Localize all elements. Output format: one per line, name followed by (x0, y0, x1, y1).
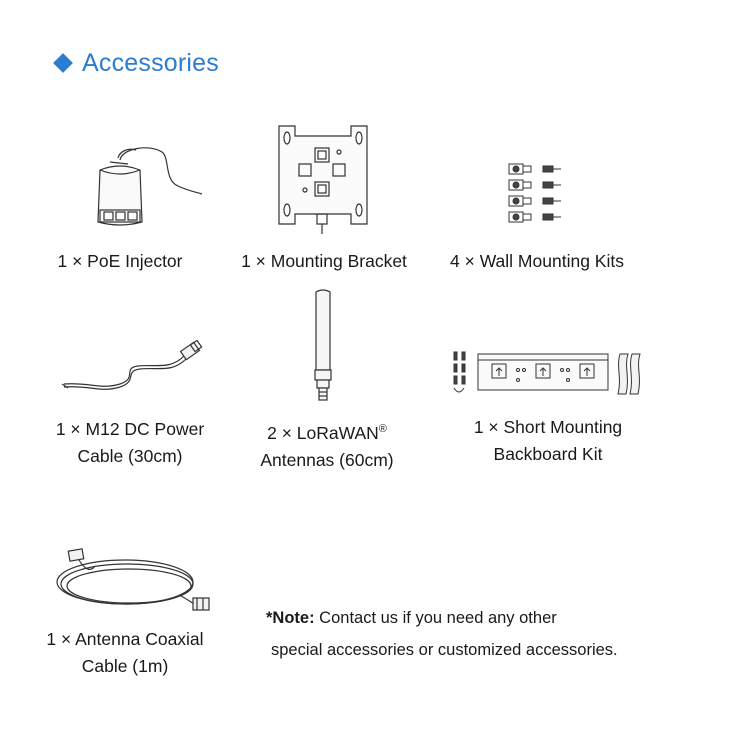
accessories-note: *Note: Contact us if you need any other … (266, 602, 618, 666)
lorawan-antenna-icon (314, 289, 332, 401)
caption-line-1: 1 × M12 DC Power (55, 419, 205, 439)
section-title: Accessories (82, 48, 219, 77)
caption-line-1: 1 × Short Mounting (473, 417, 623, 437)
caption-line-1: 1 × Mounting Bracket (241, 251, 407, 271)
antenna-coaxial-cable-icon (56, 548, 210, 611)
caption-line-2: Backboard Kit (493, 444, 603, 464)
m12-dc-power-cable-icon (61, 340, 203, 390)
section-heading: Accessories (52, 46, 219, 80)
mounting-bracket-icon (278, 125, 368, 234)
caption-line-1: 2 × LoRaWAN (267, 423, 379, 443)
caption-line-2: Antennas (60cm) (260, 450, 394, 470)
diamond-bullet-icon (53, 53, 73, 73)
caption-line-2: Cable (30cm) (77, 446, 183, 466)
caption-line-1: 1 × PoE Injector (57, 251, 183, 271)
registered-mark: ® (378, 423, 387, 435)
note-line-2: special accessories or customized access… (271, 641, 618, 659)
caption-line-1: 4 × Wall Mounting Kits (450, 251, 624, 271)
short-mounting-backboard-kit-icon (453, 351, 641, 395)
note-label: *Note: (266, 609, 315, 627)
caption-line-1: 1 × Antenna Coaxial (46, 629, 204, 649)
caption-line-2: Cable (1m) (81, 656, 169, 676)
wall-mounting-kits-icon (508, 163, 561, 223)
poe-injector-icon (97, 147, 203, 226)
note-line-1: Contact us if you need any other (314, 609, 557, 627)
